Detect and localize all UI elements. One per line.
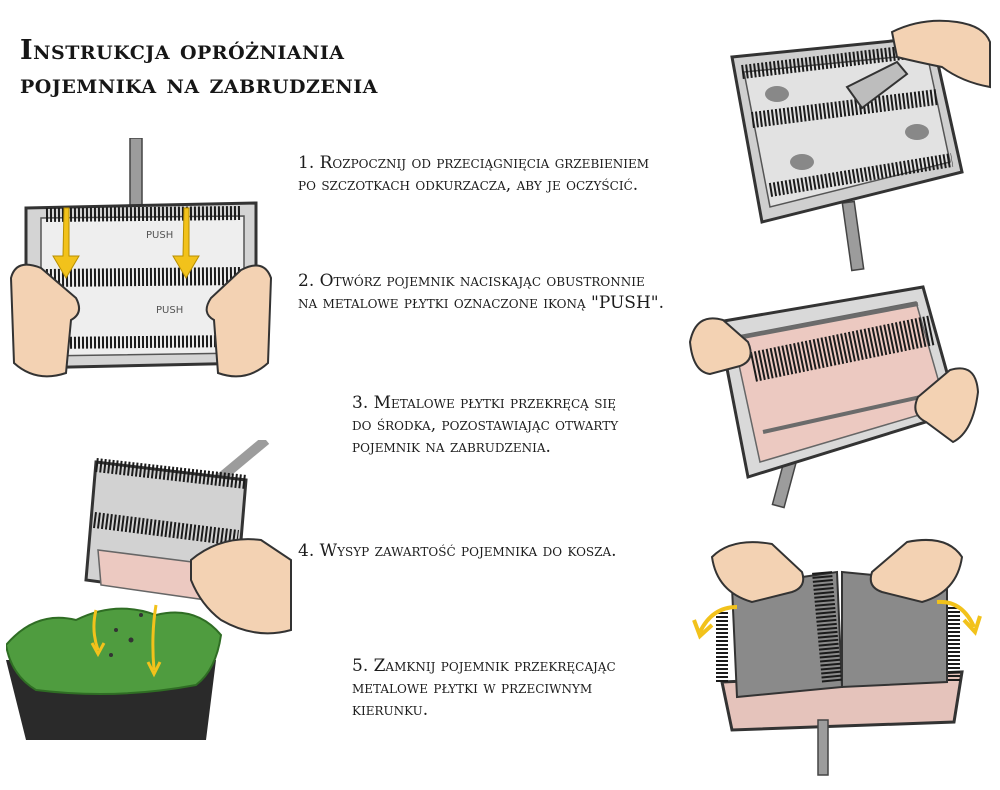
title-line-1: Instrukcja opróżniania: [20, 35, 345, 66]
title-line-2: pojemnika na zabrudzenia: [20, 69, 378, 100]
step-5-illustration: [692, 532, 982, 778]
step-5-text: 5. Zamknij pojemnik przekręcając metalow…: [352, 656, 616, 720]
step-4-text: 4. Wysyp zawartość pojemnika do kosza.: [298, 541, 617, 561]
page-title: Instrukcja opróżniania pojemnika na zabr…: [20, 34, 378, 102]
step-3-text: 3. Metalowe płytki przekręcą się do środ…: [352, 393, 619, 457]
step-3-illustration: [688, 282, 980, 510]
push-plates-illustration: PUSH PUSH: [6, 138, 276, 398]
step-1-text: 1. Rozpocznij od przeciągnięcia grzebien…: [298, 153, 650, 195]
push-label-top: PUSH: [146, 230, 173, 241]
step-2-text: 2. Otwórz pojemnik naciskając obustronni…: [298, 271, 664, 313]
step-1-illustration: [722, 12, 994, 272]
push-label-bottom: PUSH: [156, 305, 183, 316]
step-4-illustration: [6, 440, 296, 740]
